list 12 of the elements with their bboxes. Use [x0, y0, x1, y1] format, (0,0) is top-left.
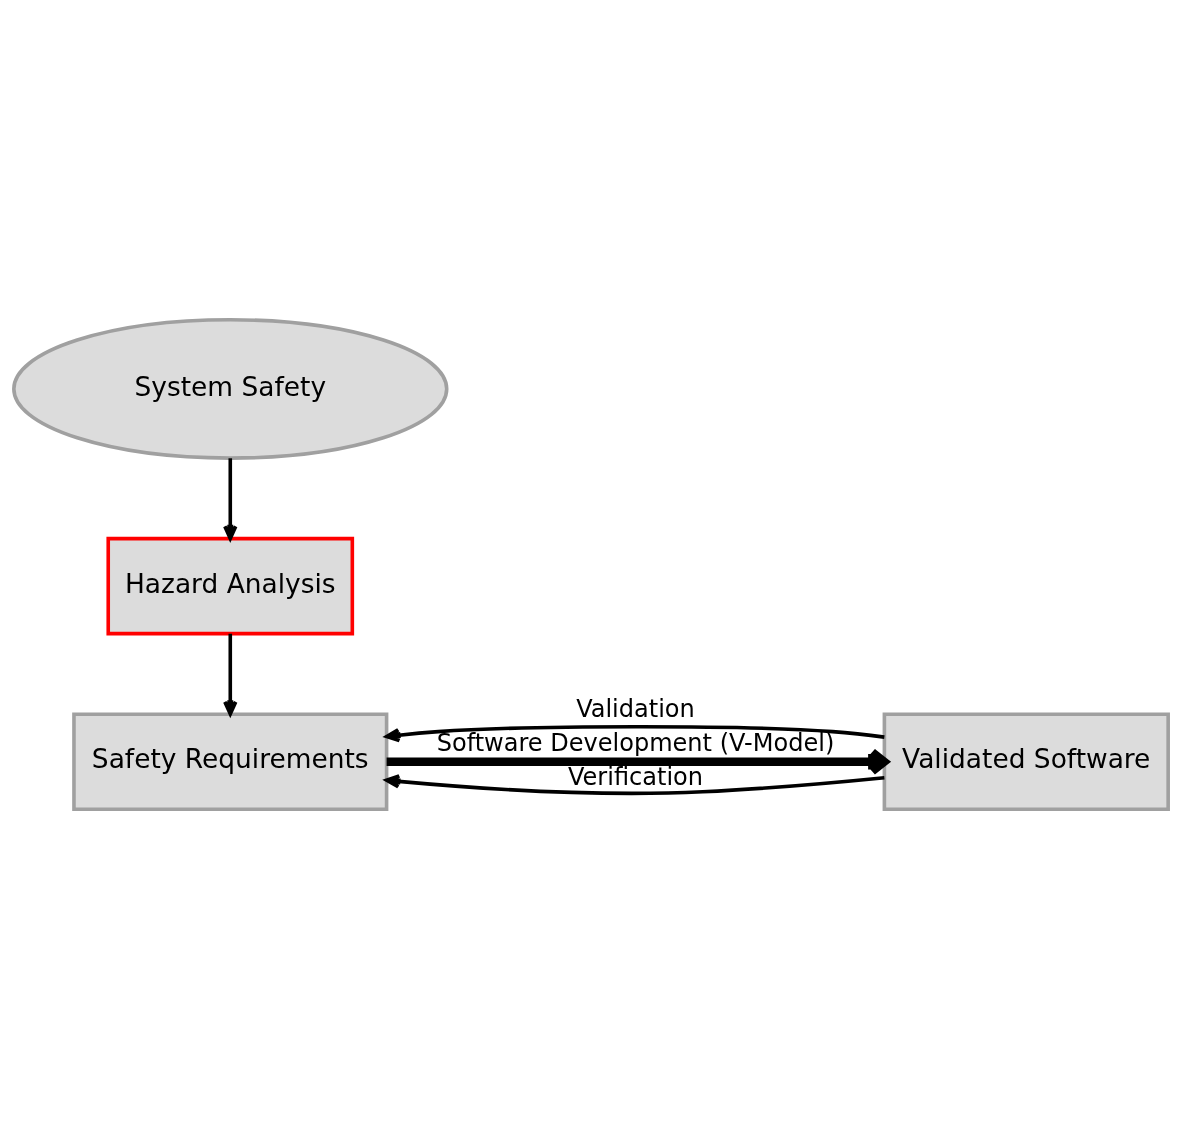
- node-box: Validated Software: [882, 711, 1170, 811]
- arrow: [223, 457, 238, 540]
- arrow: [223, 633, 238, 716]
- edge-label: Verification: [567, 762, 703, 791]
- node-ellipse: System Safety: [12, 317, 449, 460]
- arrow: [386, 747, 889, 775]
- edge-label: Software Development (V-Model): [436, 728, 835, 757]
- arrow: [384, 773, 885, 795]
- arrow: [384, 724, 885, 742]
- node-box: Safety Requirements: [72, 711, 389, 811]
- edge-label: Validation: [576, 694, 695, 723]
- node-box: Hazard Analysis: [106, 536, 355, 635]
